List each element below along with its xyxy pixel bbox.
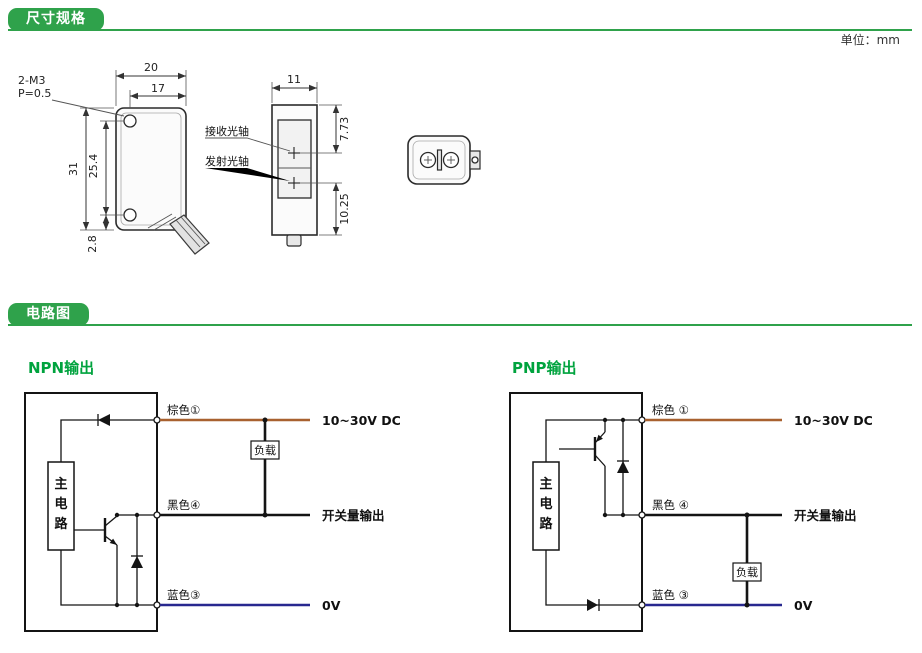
parallel-diode-icon [617, 461, 629, 473]
circuit-section-title: 电路图 [26, 306, 71, 322]
dim-17-label: 17 [151, 82, 165, 95]
cable [169, 214, 210, 255]
pnp-main-circuit-char-1: 主 [539, 476, 552, 492]
pnp-output-title: PNP输出 [512, 359, 577, 377]
pnp-black-wire-label: 黑色 ④ [652, 498, 689, 512]
npn-output-terminal-label: 开关量输出 [322, 508, 385, 523]
npn-terminal-brown [153, 416, 161, 424]
thread-label-line1: 2-M3 [18, 74, 45, 87]
npn-terminal-blue [153, 601, 161, 609]
protection-diode-icon [98, 414, 110, 426]
pnp-load-label: 负载 [736, 565, 758, 579]
pnp-sensor-outline [509, 392, 643, 632]
npn-internal-wiring [60, 414, 157, 608]
pnp-output-terminal-label: 开关量输出 [794, 508, 857, 523]
pnp-terminal-blue [638, 601, 646, 609]
pnp-terminal-black [638, 511, 646, 519]
output-diode-icon [131, 556, 143, 568]
pnp-ground-terminal-label: 0V [794, 598, 813, 613]
cable-gland [286, 234, 302, 247]
front-view-drawing [271, 104, 318, 247]
npn-terminal-black [153, 511, 161, 519]
npn-main-circuit-char-2: 电 [54, 496, 67, 512]
pnp-brown-wire-label: 棕色 ① [652, 403, 689, 417]
pnp-load-box [732, 562, 762, 582]
npn-main-circuit-char-1: 主 [54, 476, 67, 492]
npn-ground-terminal-label: 0V [322, 598, 341, 613]
side-view-drawing [115, 107, 210, 255]
dim-2-8-label: 2.8 [86, 235, 99, 253]
receive-axis-label: 接收光轴 [205, 124, 249, 138]
pnp-terminal-brown [638, 416, 646, 424]
npn-brown-wire-label: 棕色① [167, 403, 200, 417]
npn-output-title: NPN输出 [28, 359, 95, 377]
dim-11-label: 11 [287, 73, 301, 86]
pnp-main-circuit-char-3: 路 [539, 516, 553, 532]
pnp-main-circuit-box [532, 461, 560, 551]
circuit-section-header: 电路图 [8, 303, 912, 326]
unit-label: 单位：mm [840, 33, 900, 47]
pnp-circuit-svg: 主 电 路 [509, 392, 873, 632]
dimension-drawing-svg: 20 17 2-M3 P=0.5 31 25.4 2.8 [18, 61, 481, 255]
dimensions-section-header: 尺寸规格 [8, 8, 912, 31]
npn-circuit-svg: 主 电 路 [24, 392, 401, 632]
dim-7-73-label: 7.73 [338, 117, 351, 142]
emit-axis-label: 发射光轴 [205, 154, 249, 168]
pnp-main-circuit-char-2: 电 [539, 496, 552, 512]
npn-blue-wire-label: 蓝色③ [167, 588, 200, 602]
pnp-internal-wiring [545, 417, 642, 611]
npn-load-box [250, 440, 280, 460]
side-view-dimensions: 20 17 2-M3 P=0.5 31 25.4 2.8 [18, 61, 187, 253]
dim-10-25-label: 10.25 [338, 193, 351, 225]
npn-main-circuit-char-3: 路 [54, 516, 68, 532]
npn-black-wire-label: 黑色④ [167, 498, 200, 512]
dim-31-label: 31 [67, 162, 80, 176]
thread-label-line2: P=0.5 [18, 87, 51, 100]
pnp-blue-wire-label: 蓝色 ③ [652, 588, 689, 602]
front-view-dimensions: 11 接收光轴 发射光轴 7.73 10.25 [205, 73, 351, 236]
dimensions-section-tab: 尺寸规格 [8, 8, 104, 31]
dim-25-4-label: 25.4 [87, 154, 100, 179]
mounting-hole-bottom [123, 208, 137, 222]
npn-transistor-icon [103, 515, 118, 546]
pnp-transistor-icon [593, 431, 606, 467]
dimensions-section-title: 尺寸规格 [26, 11, 86, 27]
rear-view-drawing [407, 135, 481, 185]
mounting-hole-top [123, 114, 137, 128]
ground-diode-icon [587, 599, 598, 611]
npn-power-terminal-label: 10~30V DC [322, 413, 401, 428]
dim-20-label: 20 [144, 61, 158, 74]
circuit-section-tab: 电路图 [8, 303, 89, 326]
npn-load-label: 负载 [254, 443, 276, 457]
pnp-power-terminal-label: 10~30V DC [794, 413, 873, 428]
